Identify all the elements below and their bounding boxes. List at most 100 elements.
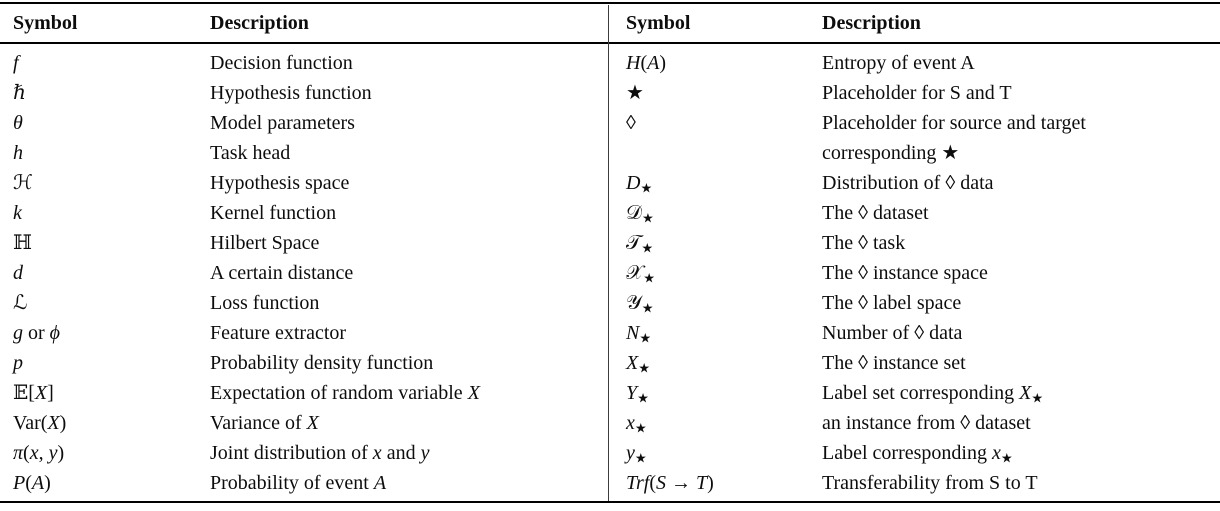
description-cell: Entropy of event A bbox=[822, 52, 975, 74]
symbol-cell: 𝒴★ bbox=[626, 292, 654, 316]
table-row: Y★ Label set corresponding X★ bbox=[626, 378, 1220, 408]
table-row: P(A) Probability of event A bbox=[13, 468, 608, 498]
symbol-cell: P(A) bbox=[13, 472, 51, 494]
description-cell: an instance from ◊ dataset bbox=[822, 412, 1031, 434]
symbol-cell: X★ bbox=[626, 352, 651, 376]
description-cell: Decision function bbox=[210, 52, 353, 74]
symbol-cell: Y★ bbox=[626, 382, 649, 406]
description-cell: Label set corresponding X★ bbox=[822, 382, 1044, 406]
table-row: Var(X) Variance of X bbox=[13, 408, 608, 438]
right-symbol-header: Symbol bbox=[626, 11, 691, 34]
table-row: D★Distribution of ◊ data bbox=[626, 168, 1220, 198]
description-cell: Probability density function bbox=[210, 352, 434, 374]
description-cell: Hypothesis space bbox=[210, 172, 350, 194]
description-cell: Probability of event A bbox=[210, 472, 387, 494]
description-cell: Hilbert Space bbox=[210, 232, 320, 254]
table-row: x★ an instance from ◊ dataset bbox=[626, 408, 1220, 438]
description-cell: A certain distance bbox=[210, 262, 354, 284]
table-row: ℏ Hypothesis function bbox=[13, 78, 608, 108]
symbol-cell: 𝔼[X] bbox=[13, 382, 54, 404]
top-rule bbox=[0, 2, 1220, 4]
table-row: g or ϕ Feature extractor bbox=[13, 318, 608, 348]
description-cell: Label corresponding x★ bbox=[822, 442, 1013, 466]
description-cell: The ◊ instance space bbox=[822, 262, 988, 284]
symbol-cell: Trf(S → T) bbox=[626, 472, 714, 494]
symbol-cell: ℋ bbox=[13, 172, 33, 194]
symbol-cell: g or ϕ bbox=[13, 322, 61, 344]
table-body: f Decision function ℏ Hypothesis function θ M… bbox=[0, 48, 1220, 498]
table-row: X★ The ◊ instance set bbox=[626, 348, 1220, 378]
symbol-cell: ★ bbox=[626, 82, 644, 104]
symbol-cell: H(A) bbox=[626, 52, 667, 74]
table-row: ℍ Hilbert Space bbox=[13, 228, 608, 258]
table-row: H(A) Entropy of event A bbox=[626, 48, 1220, 78]
table-row: h Task head bbox=[13, 138, 608, 168]
table-row: 𝒴★ The ◊ label space bbox=[626, 288, 1220, 318]
table-row: N★ Number of ◊ data bbox=[626, 318, 1220, 348]
symbol-cell: ◊ bbox=[626, 112, 636, 134]
table-row: 𝔼[X] Expectation of random variable X bbox=[13, 378, 608, 408]
symbol-cell: 𝒳★ bbox=[626, 262, 656, 286]
right-description-header: Description bbox=[822, 11, 921, 34]
description-cell: Variance of X bbox=[210, 412, 319, 434]
symbol-cell: p bbox=[13, 352, 23, 374]
description-cell: The ◊ task bbox=[822, 232, 906, 254]
table-row: 𝒯★ The ◊ task bbox=[626, 228, 1220, 258]
symbol-cell: h bbox=[13, 142, 23, 164]
description-cell: Joint distribution of x and y bbox=[210, 442, 430, 464]
symbol-cell: ℏ bbox=[13, 82, 26, 104]
description-cell: Feature extractor bbox=[210, 322, 347, 344]
symbol-cell: y★ bbox=[626, 442, 647, 466]
header-rule bbox=[0, 42, 1220, 44]
table-row: θ Model parameters bbox=[13, 108, 608, 138]
symbol-cell: x★ bbox=[626, 412, 647, 436]
symbol-cell: f bbox=[13, 52, 19, 74]
column-divider bbox=[608, 5, 609, 501]
description-cell: Distribution of ◊ data bbox=[822, 172, 994, 194]
left-header: Symbol Description bbox=[0, 4, 608, 42]
description-cell: Hypothesis function bbox=[210, 82, 372, 104]
description-cell: The ◊ dataset bbox=[822, 202, 929, 224]
table-row: 𝒟★ The ◊ dataset bbox=[626, 198, 1220, 228]
symbol-cell: 𝒯★ bbox=[626, 232, 654, 256]
symbol-cell: π(x, y) bbox=[13, 442, 65, 464]
table-row: y★ Label corresponding x★ bbox=[626, 438, 1220, 468]
table-header: Symbol Description Symbol Description bbox=[0, 4, 1220, 42]
table-row: π(x, y) Joint distribution of x and y bbox=[13, 438, 608, 468]
description-cell: Transferability from S to T bbox=[822, 472, 1038, 494]
description-cell: Task head bbox=[210, 142, 291, 164]
bottom-rule bbox=[0, 501, 1220, 503]
description-cell: Expectation of random variable X bbox=[210, 382, 480, 404]
left-symbol-header: Symbol bbox=[13, 11, 78, 34]
description-cell: Number of ◊ data bbox=[822, 322, 963, 344]
symbol-cell: ℒ bbox=[13, 292, 28, 314]
symbol-cell: 𝒟★ bbox=[626, 202, 654, 226]
description-cell: The ◊ label space bbox=[822, 292, 962, 314]
left-description-header: Description bbox=[210, 11, 309, 34]
symbol-cell: θ bbox=[13, 112, 23, 134]
table-row: d A certain distance bbox=[13, 258, 608, 288]
table-row: ℋ Hypothesis space bbox=[13, 168, 608, 198]
left-table: f Decision function ℏ Hypothesis function θ M… bbox=[0, 48, 608, 498]
right-header: Symbol Description bbox=[608, 4, 1220, 42]
description-cell: Kernel function bbox=[210, 202, 337, 224]
table-row: f Decision function bbox=[13, 48, 608, 78]
table-row: ◊ Placeholder for source and target corre… bbox=[626, 108, 1220, 168]
description-cell: Placeholder for source and target corres… bbox=[822, 112, 1086, 164]
table-row: ★ Placeholder for S and T bbox=[626, 78, 1220, 108]
symbol-cell: Var(X) bbox=[13, 412, 67, 434]
table-row: p Probability density function bbox=[13, 348, 608, 378]
symbol-cell: ℍ bbox=[13, 232, 32, 254]
description-cell: Model parameters bbox=[210, 112, 355, 134]
symbol-cell: N★ bbox=[626, 322, 652, 346]
description-cell: Placeholder for S and T bbox=[822, 82, 1012, 104]
symbol-cell: d bbox=[13, 262, 23, 284]
description-cell: The ◊ instance set bbox=[822, 352, 966, 374]
table-row: 𝒳★ The ◊ instance space bbox=[626, 258, 1220, 288]
table-row: k Kernel function bbox=[13, 198, 608, 228]
symbol-cell: k bbox=[13, 202, 22, 224]
right-table: H(A) Entropy of event A ★ Placeholder for S… bbox=[608, 48, 1220, 498]
table-row: Trf(S → T) Transferability from S to T bbox=[626, 468, 1220, 498]
